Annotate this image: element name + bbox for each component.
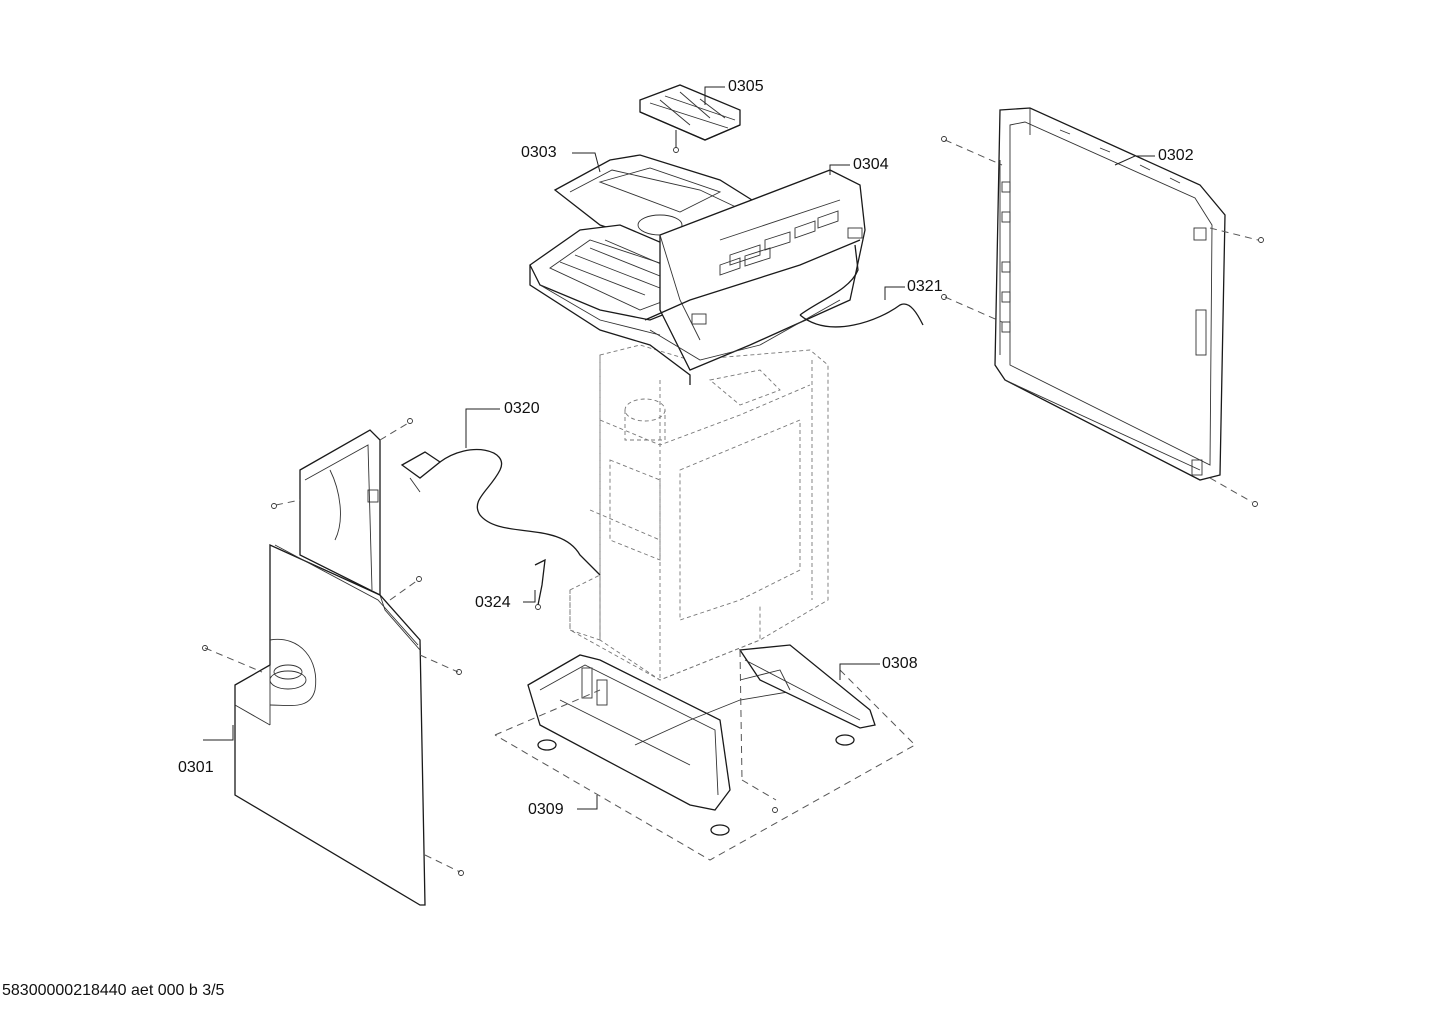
base-frame: [494, 644, 916, 861]
cable-0321: [799, 244, 924, 328]
top-tray: [529, 154, 762, 385]
label-0308: 0308: [882, 655, 918, 672]
label-0320: 0320: [504, 400, 540, 417]
document-reference: 58300000218440 aet 000 b 3/5: [2, 982, 225, 999]
side-panel: [202, 418, 464, 906]
sensor: [534, 558, 546, 610]
label-0305: 0305: [728, 78, 764, 95]
filter-grid: [639, 84, 741, 153]
label-0301: 0301: [178, 759, 214, 776]
power-cable: [400, 448, 601, 576]
label-0309: 0309: [528, 801, 564, 818]
label-0324: 0324: [475, 594, 511, 611]
label-0303: 0303: [521, 144, 557, 161]
label-0304: 0304: [853, 156, 889, 173]
leader-lines: [203, 86, 1155, 810]
central-housing: [569, 344, 829, 681]
front-panel: [644, 169, 866, 371]
label-0321: 0321: [907, 278, 943, 295]
back-panel: [941, 107, 1264, 507]
label-0302: 0302: [1158, 147, 1194, 164]
